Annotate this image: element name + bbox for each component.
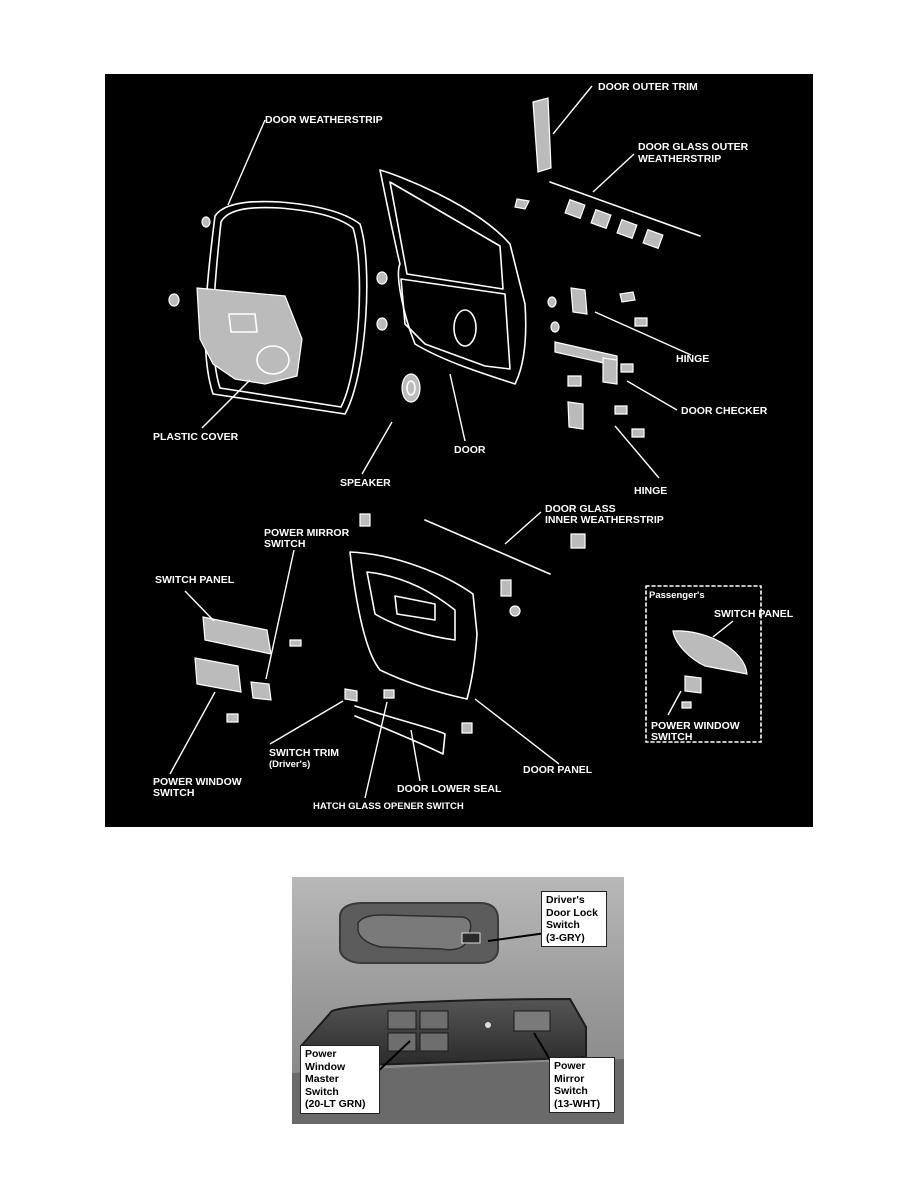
diagram-artwork: DOOR OUTER TRIM DOOR GLASS OUTER WEATHER… [153,81,794,812]
hatch-glass-opener-switch-part [383,689,395,699]
door-part [379,169,527,385]
power-window-switch-passenger-part [684,675,702,694]
door-lower-seal-part [354,705,446,755]
label-power-mirror-switch-line2: SWITCH [264,538,305,550]
mirror-switch-knob [513,1010,551,1032]
label-power-mirror-switch: POWER MIRROR [264,527,350,539]
label-power-window-switch-line2: SWITCH [153,787,194,799]
label-switch-panel: SWITCH PANEL [155,574,235,586]
label-switch-panel-passenger: SWITCH PANEL [714,608,794,620]
door-lock-switch [461,932,481,944]
plastic-cover-part [196,287,303,385]
door-handle [357,914,472,951]
label-switch-trim-line2: (Driver's) [269,759,310,770]
hinge-upper-part [570,287,588,315]
label-door-glass-outer-weatherstrip: DOOR GLASS OUTER [638,141,749,153]
label-plastic-cover: PLASTIC COVER [153,431,239,443]
label-power-window-switch-passenger: POWER WINDOW [651,720,740,732]
weatherstrip-clip-part [201,216,211,228]
label-power-window-switch-passenger-line2: SWITCH [651,731,692,743]
label-passengers: Passenger's [649,590,705,601]
door-interior-photo: Driver's Door Lock Switch (3-GRY) Power … [292,877,624,1124]
label-door-weatherstrip: DOOR WEATHERSTRIP [265,114,383,126]
callout-power-mirror-switch: Power Mirror Switch (13-WHT) [549,1057,615,1113]
callout-power-window-master-switch: Power Window Master Switch (20-LT GRN) [300,1045,380,1114]
door-glass-inner-weatherstrip-part [424,519,551,575]
door-outer-trim-part [532,97,552,173]
switch-panel-part [202,616,272,655]
power-window-switch-part [194,657,242,693]
label-hatch-glass-opener-switch: HATCH GLASS OPENER SWITCH [313,801,464,812]
label-door-outer-trim: DOOR OUTER TRIM [598,81,698,93]
passenger-inset-border [645,585,762,743]
door-glass-outer-weatherstrip-part [549,181,701,237]
label-hinge-lower: HINGE [634,485,667,497]
label-door-glass-inner-weatherstrip-line2: INNER WEATHERSTRIP [545,514,664,526]
speaker-part [401,373,421,403]
label-power-window-switch: POWER WINDOW [153,776,242,788]
label-door-checker: DOOR CHECKER [681,405,768,417]
label-door-panel: DOOR PANEL [523,764,593,776]
callout-door-lock-switch: Driver's Door Lock Switch (3-GRY) [541,891,607,947]
label-hinge-upper: HINGE [676,353,709,365]
switch-panel-passenger-part [672,630,748,675]
label-door-glass-outer-weatherstrip-line2: WEATHERSTRIP [638,153,721,165]
label-door: DOOR [454,444,486,456]
label-door-lower-seal: DOOR LOWER SEAL [397,783,502,795]
hinge-lower-part [567,401,584,430]
leader-lines [169,85,734,799]
door-panel-part [349,551,478,700]
switch-trim-part [344,688,358,702]
label-switch-trim: SWITCH TRIM [269,747,339,759]
power-mirror-switch-part [250,681,272,701]
label-door-glass-inner-weatherstrip: DOOR GLASS [545,503,616,515]
door-exploded-diagram: DOOR OUTER TRIM DOOR GLASS OUTER WEATHER… [105,74,813,827]
label-speaker: SPEAKER [340,477,391,489]
photo-artwork [292,877,624,1124]
